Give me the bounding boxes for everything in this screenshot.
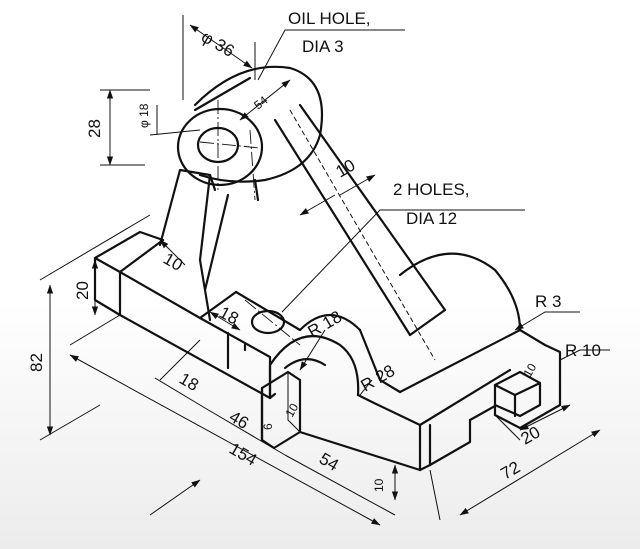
dim-r18: R 18 [305,307,346,341]
oil-hole-note-line2: DIA 3 [302,37,344,56]
dim-54-bottom: 54 [316,449,342,475]
dim-r28: R 28 [358,361,399,395]
dim-28: 28 [85,119,104,138]
dim-20: 20 [73,281,92,300]
inclined-arm [273,118,412,337]
dim-46: 46 [226,407,252,433]
dim-18-bottom: 18 [176,369,202,395]
base-left-block [93,256,122,317]
right-block [398,328,562,394]
dim-10-left: 10 [160,249,186,275]
dim-10-small: 10 [520,361,539,380]
dim-10-rib: 10 [333,156,359,182]
dim-10-step: 10 [372,478,386,492]
notes: OIL HOLE, DIA 3 2 HOLES, DIA 12 [288,9,470,228]
oil-hole-note-line1: OIL HOLE, [288,9,371,28]
dim-phi36: φ 36 [198,27,238,61]
dimension-labels: φ 36 54 28 φ 18 10 10 20 82 18 R 18 R 28… [27,27,601,492]
boss-r18 [268,335,360,400]
upper-boss-face [176,107,264,187]
dim-72: 72 [498,458,524,484]
upper-boss [193,65,324,183]
holes-note-line1: 2 HOLES, [393,180,470,199]
dim-phi18: φ 18 [137,103,151,128]
dim-r10: R 10 [565,341,601,360]
center-lines [199,100,436,361]
boss-r28 [398,252,522,332]
dimension-lines [39,15,610,526]
dim-82: 82 [27,353,46,372]
dim-6: 6 [261,423,275,430]
dim-10-slot: 10 [282,401,301,420]
holes-note-line2: DIA 12 [406,209,457,228]
dim-r3: R 3 [535,292,561,311]
part-outline [93,65,562,472]
dim-18-top: 18 [216,303,242,329]
upright-left [158,168,212,262]
hole-dia12 [250,309,286,335]
dim-54-top: 54 [251,93,270,112]
